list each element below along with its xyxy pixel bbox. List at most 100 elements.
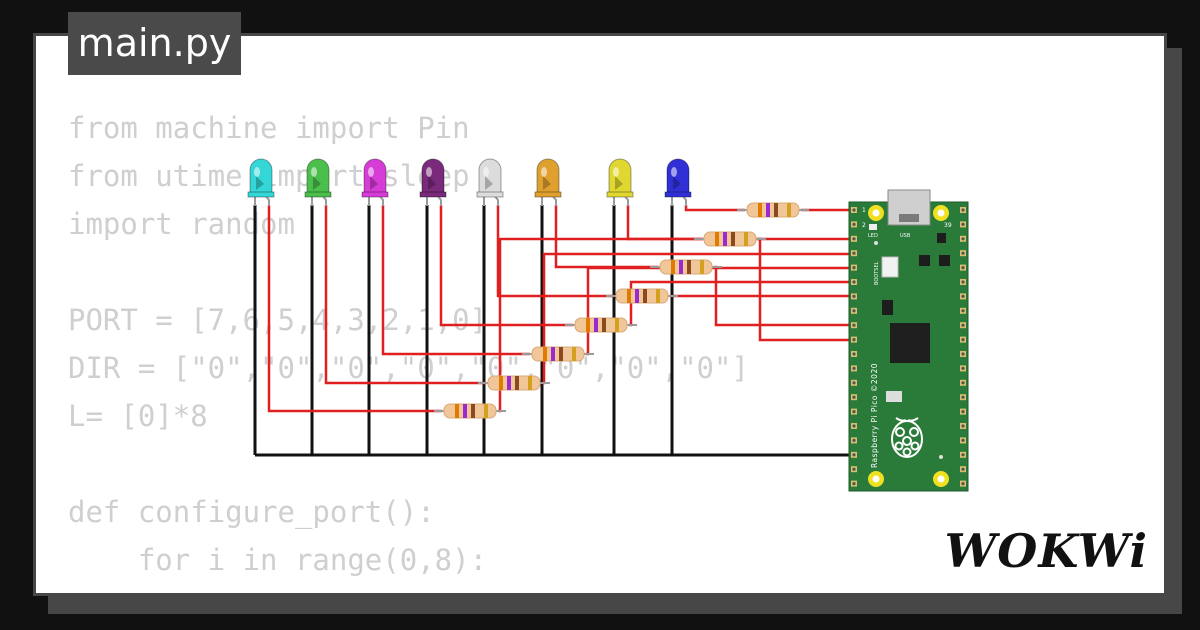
mount-hole xyxy=(872,475,880,483)
resistor-band xyxy=(471,404,475,418)
pin-hole xyxy=(852,237,856,241)
pin-label-2: 2 xyxy=(862,222,866,229)
pin-hole xyxy=(961,222,965,226)
resistor-body xyxy=(487,375,541,391)
pin-hole xyxy=(852,410,856,414)
led-rim xyxy=(247,191,275,198)
board-pins xyxy=(851,207,966,487)
led-highlight xyxy=(311,167,317,177)
flash-chip xyxy=(886,391,902,402)
pin-hole xyxy=(961,438,965,442)
led-highlight xyxy=(541,167,547,177)
resistor-band xyxy=(656,289,660,303)
filename-tab[interactable]: main.py xyxy=(68,12,241,75)
led-rim xyxy=(476,191,504,198)
pin-hole xyxy=(852,381,856,385)
led-rim xyxy=(664,191,692,198)
resistor-band xyxy=(543,347,547,361)
led-rim xyxy=(304,191,332,198)
resistor-band xyxy=(484,404,488,418)
usb-port-slot xyxy=(899,214,919,222)
pin-hole xyxy=(852,438,856,442)
resistors xyxy=(434,202,809,419)
bootsel-label: BOOTSEL xyxy=(874,261,880,285)
code-line: L= [0]*8 xyxy=(68,399,208,433)
led-body xyxy=(249,158,273,197)
resistor-band xyxy=(687,260,691,274)
resistor-band xyxy=(499,376,503,390)
led-die xyxy=(370,176,378,190)
wokwi-logo: WOKWi xyxy=(944,524,1148,578)
led-magenta xyxy=(361,158,389,206)
resistor-band xyxy=(594,318,598,332)
pin-hole xyxy=(961,467,965,471)
led-rim xyxy=(606,191,634,198)
code-line: if DIR[i] == "0": xyxy=(68,584,749,593)
led-highlight xyxy=(368,167,374,177)
pin-hole xyxy=(852,280,856,284)
led-body xyxy=(666,158,690,197)
signal-wire xyxy=(381,205,530,356)
resistor-band xyxy=(700,260,704,274)
led-highlight xyxy=(671,167,677,177)
resistor-band xyxy=(723,232,727,246)
pin-hole xyxy=(961,424,965,428)
led-rim xyxy=(419,191,447,198)
pico-board[interactable]: 1 2 39 LED USB BOOTSEL Raspberry Pi Pico… xyxy=(848,189,969,492)
led-die xyxy=(313,176,321,190)
pin-hole xyxy=(961,453,965,457)
signal-wire xyxy=(496,205,614,298)
signal-wire xyxy=(439,205,573,327)
bootsel-button[interactable] xyxy=(881,256,899,278)
resistor-band xyxy=(715,232,719,246)
led-die xyxy=(428,176,436,190)
pin-hole xyxy=(852,482,856,486)
pin-hole xyxy=(961,323,965,327)
resistor-band xyxy=(731,232,735,246)
resistor-band xyxy=(774,203,778,217)
pin-hole xyxy=(852,424,856,428)
signal-wire xyxy=(267,205,442,413)
pin-hole xyxy=(961,366,965,370)
resistor-body xyxy=(659,259,713,275)
led-die xyxy=(615,176,623,190)
pin-hole xyxy=(961,294,965,298)
pin-hole xyxy=(961,381,965,385)
board-dot xyxy=(874,241,878,245)
chip-small xyxy=(939,255,950,266)
resistor-band xyxy=(507,376,511,390)
pin-hole xyxy=(961,338,965,342)
code-line: from machine import Pin xyxy=(68,111,470,145)
led-body xyxy=(608,158,632,197)
chip-small xyxy=(882,300,893,315)
led-cyan xyxy=(247,158,275,206)
led-green xyxy=(304,158,332,206)
resistor-band xyxy=(572,347,576,361)
pin-hole xyxy=(852,251,856,255)
pin-hole xyxy=(961,237,965,241)
resistor-body xyxy=(531,346,585,362)
signal-wire xyxy=(324,205,486,385)
pin-hole xyxy=(852,467,856,471)
led-yellow xyxy=(606,158,634,206)
resistor-body xyxy=(615,288,669,304)
pin-hole xyxy=(961,280,965,284)
resistor-band xyxy=(615,318,619,332)
pin-hole xyxy=(852,453,856,457)
resistor-band xyxy=(455,404,459,418)
resistor-band xyxy=(463,404,467,418)
led-body xyxy=(306,158,330,197)
resistor-body xyxy=(746,202,800,218)
pin-hole xyxy=(852,208,856,212)
led-highlight xyxy=(426,167,432,177)
resistor-band xyxy=(766,203,770,217)
pin-hole xyxy=(961,309,965,313)
led-die xyxy=(673,176,681,190)
resistor-band xyxy=(787,203,791,217)
pin-hole xyxy=(852,366,856,370)
resistor-band xyxy=(559,347,563,361)
pin-label-39: 39 xyxy=(944,222,952,229)
pin-hole xyxy=(852,222,856,226)
